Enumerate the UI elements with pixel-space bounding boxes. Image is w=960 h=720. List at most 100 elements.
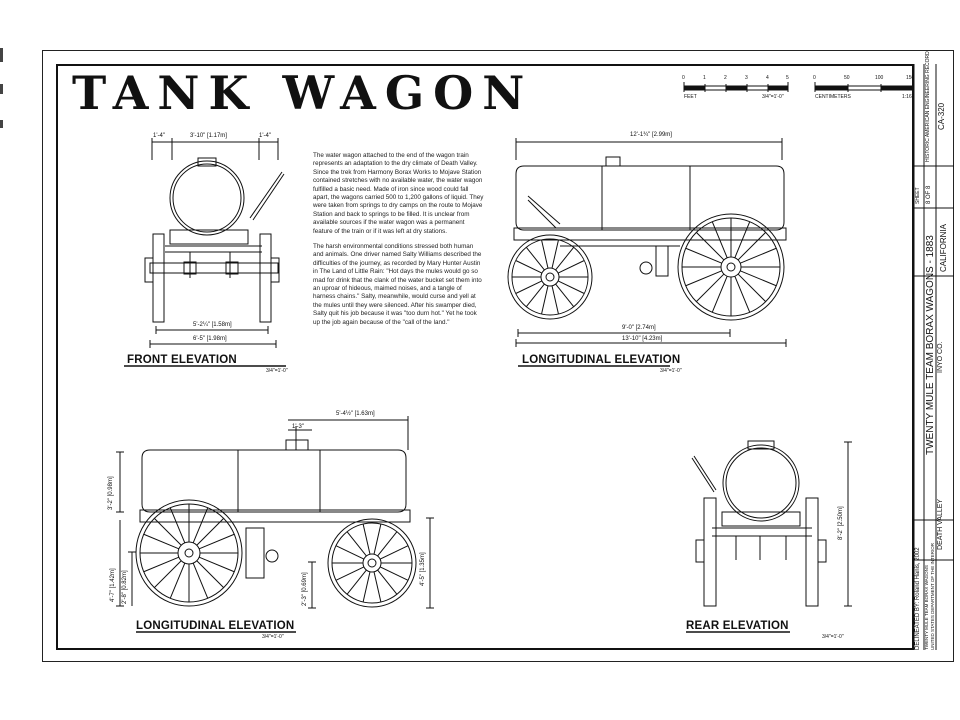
wheel-spoke (515, 280, 543, 294)
wheel-spoke (198, 533, 235, 550)
wheel-spoke (734, 221, 751, 258)
wheel-spoke (362, 571, 371, 603)
front-dim-bottom1: 5'-2¼" [1.58m] (193, 322, 232, 328)
wheel-spoke (346, 531, 367, 557)
front-dim-left: 1'-4" (153, 133, 165, 139)
wheel-spoke (685, 270, 722, 287)
wheel-spoke (153, 517, 182, 546)
wheel-spoke (555, 283, 575, 308)
wheel-spoke (525, 283, 545, 308)
wheel-spoke (695, 231, 725, 261)
wheel-spoke (740, 270, 777, 287)
wheel-spoke (557, 260, 585, 274)
wheel-spoke (685, 247, 722, 264)
longbottom-dim-small: 1'-3" (292, 424, 304, 430)
scan-edge-mark (0, 84, 3, 94)
title-block-sheet-label: SHEET (915, 187, 921, 204)
wheel-spoke (711, 221, 728, 258)
wheel-spoke (555, 246, 575, 271)
wheel-spoke (192, 562, 209, 599)
title-block-sheet: 8 OF 8 (926, 185, 932, 204)
front-elevation-label: FRONT ELEVATION (127, 354, 237, 366)
scale-tick: 150 (906, 75, 915, 81)
wheel-spoke (143, 533, 180, 550)
wheel-spoke (541, 239, 549, 269)
wheel-spoke (737, 231, 767, 261)
wheel-spoke (551, 239, 559, 269)
title-block-location: DEATH VALLEY (937, 498, 944, 550)
scan-edge-mark (0, 48, 3, 62)
title-block-delineator: DELINEATED BY: Roland Hanis, 2002 (915, 547, 921, 650)
longitudinal-elevation-bottom-scale: 3/4"=1'-0" (262, 634, 284, 640)
scale-tick: 1 (703, 75, 706, 81)
scale-tick: 100 (875, 75, 884, 81)
scale-ratio: 1:16 (902, 94, 912, 100)
title-block-agency: UNITED STATES DEPARTMENT OF THE INTERIOR (930, 542, 935, 650)
longtop-dim-bottom1: 9'-0" [2.74m] (622, 325, 656, 331)
wheel-spoke (198, 556, 235, 573)
title-block-county: INYO CO. (937, 341, 944, 373)
drawing-sheet-border (42, 50, 954, 662)
title-block-agency: TWENTY MULE TEAM BORAX WAGONS (924, 565, 929, 650)
wheel-spoke (335, 566, 365, 581)
longbottom-dim-top: 5'-4½" [1.63m] (336, 411, 375, 417)
drawing-frame (56, 64, 914, 650)
scale-tick: 5 (786, 75, 789, 81)
wheel-spoke (541, 285, 549, 315)
longitudinal-elevation-top-label: LONGITUDINAL ELEVATION (522, 354, 681, 366)
front-dim-right: 1'-4" (259, 133, 271, 139)
drawing-title: TANK WAGON (72, 66, 534, 120)
scale-ratio: 3/4"=1'-0" (762, 94, 784, 100)
front-dim-bottom2: 6'-5" [1.98m] (193, 336, 227, 342)
wheel-spoke (377, 531, 398, 557)
wheel-spoke (373, 523, 382, 555)
wheel-spoke (711, 276, 728, 313)
scale-tick: 0 (682, 75, 685, 81)
wheel-spoke (525, 246, 545, 271)
longitudinal-elevation-bottom-label: LONGITUDINAL ELEVATION (136, 620, 295, 632)
title-block-survey-number: CA-320 (937, 102, 946, 130)
wheel-spoke (362, 523, 371, 555)
wheel-spoke (734, 276, 751, 313)
scale-tick: 3 (745, 75, 748, 81)
wheel-spoke (379, 545, 409, 560)
wheel-spoke (346, 569, 367, 595)
scale-tick: 0 (813, 75, 816, 81)
scale-tick: 50 (844, 75, 850, 81)
title-block-state: CALIFORNIA (939, 223, 948, 272)
wheel-spoke (373, 571, 382, 603)
scale-tick: 4 (766, 75, 769, 81)
longtop-dim-bottom2: 13'-10" [4.23m] (622, 336, 663, 342)
wheel-spoke (196, 560, 225, 589)
wheel-spoke (377, 569, 398, 595)
wheel-spoke (335, 545, 365, 560)
wheel-spoke (196, 517, 225, 546)
wheel-spoke (551, 285, 559, 315)
rear-elevation-scale: 3/4"=1'-0" (822, 634, 844, 640)
front-dim-mid: 3'-10" [1.17m] (190, 133, 227, 139)
description-paragraph: The water wagon attached to the end of t… (313, 152, 484, 235)
wheel-spoke (192, 507, 209, 544)
scale-unit-label: FEET (684, 94, 697, 100)
wheel-spoke (153, 560, 182, 589)
title-block-survey: HISTORIC AMERICAN ENGINEERING RECORD (925, 51, 931, 162)
wheel-spoke (169, 507, 186, 544)
wheel-spoke (557, 280, 585, 294)
scan-edge-mark (0, 120, 3, 128)
wheel-spoke (740, 247, 777, 264)
wheel-spoke (515, 260, 543, 274)
longitudinal-elevation-top-scale: 3/4"=1'-0" (660, 368, 682, 374)
wheel-spoke (379, 566, 409, 581)
front-elevation-scale: 3/4"=1'-0" (266, 368, 288, 374)
scale-unit-label: CENTIMETERS (815, 94, 851, 100)
wheel-spoke (169, 562, 186, 599)
wheel-spoke (143, 556, 180, 573)
wheel-spoke (737, 273, 767, 303)
scale-tick: 2 (724, 75, 727, 81)
